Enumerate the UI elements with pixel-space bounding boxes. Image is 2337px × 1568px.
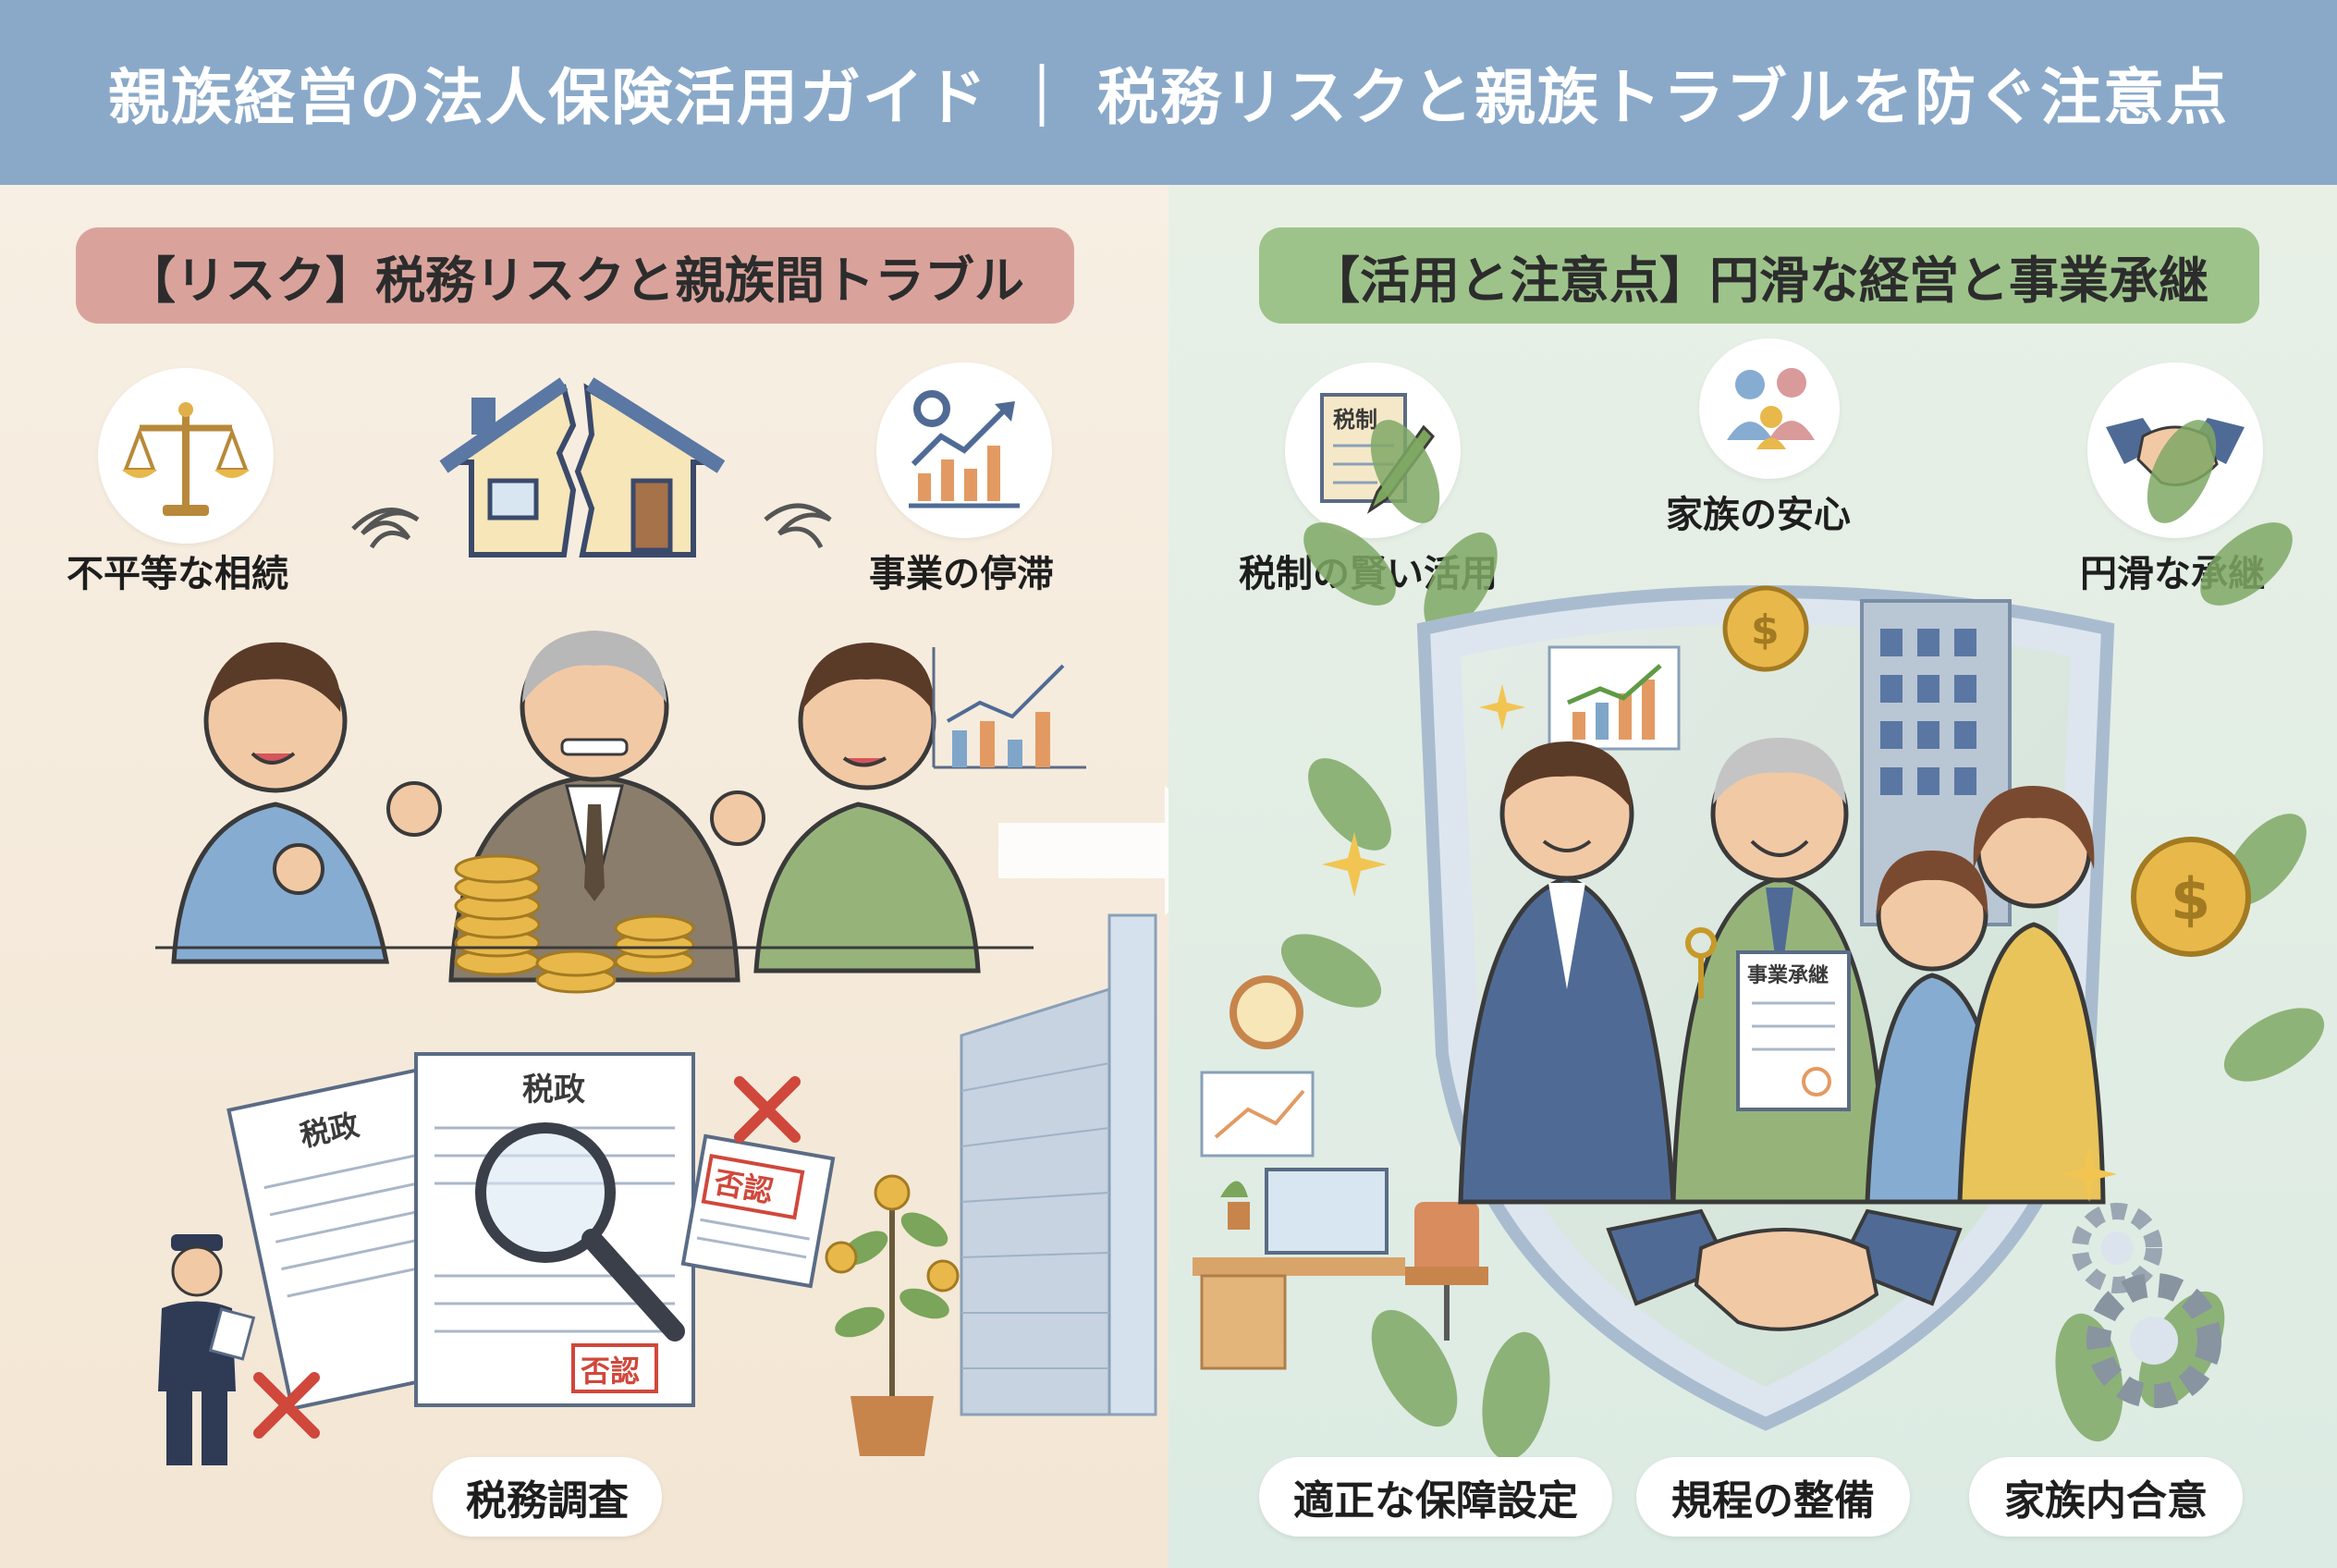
happy-family-illustration: 事業承継 [1458,738,2106,1205]
bar-chart-icon [932,647,1086,769]
tax-doc-icon-text: 税制 [1333,407,1377,433]
growth-chart-icon [1548,645,1681,751]
svg-text:$: $ [2171,865,2210,933]
stress-scribble-icon [351,508,420,549]
sparkle-icon [2062,1146,2117,1202]
proper-coverage-pill: 適正な保障設定 [1259,1457,1612,1537]
doc-main-title: 税政 [522,1072,585,1109]
arguing-family-illustration [155,631,1034,994]
x-mark-icon [734,1076,801,1143]
dollar-coin-icon: $ [2131,837,2251,957]
reject-stamp-main: 否認 [581,1354,640,1389]
svg-text:$: $ [1751,606,1780,654]
scales-icon [122,402,250,516]
tax-officer-illustration [158,1234,256,1465]
family-agreement-pill: 家族内合意 [1969,1457,2243,1537]
brick-wall [960,913,1157,1416]
office-desk-illustration [1193,975,1488,1370]
family-icon [1727,368,1815,449]
inheritance-label: 不平等な相続 [67,553,288,595]
stress-scribble-icon [764,503,832,549]
sparkle-icon [1322,832,1387,897]
leaves-decoration [1280,420,2325,1461]
solution-section-tag: 【活用と注意点】円滑な経営と事業承継 [1259,227,2259,324]
header-banner: 親族経営の法人保険活用ガイド ｜ 税務リスクと親族トラブルを防ぐ注意点 [0,0,2337,185]
dollar-coin-icon: $ [1722,585,1809,672]
tax-documents-illustration: 税政 税政 否認 [226,1052,695,1411]
family-security-label: 家族の安心 [1666,494,1851,536]
rejected-form: 否認 [680,1133,836,1289]
gear-icon [2086,1273,2221,1408]
page-title: 親族経営の法人保険活用ガイド ｜ 税務リスクと親族トラブルを防ぐ注意点 [108,62,2229,133]
x-mark-icon [253,1372,320,1439]
cracked-house-icon [439,377,726,557]
risk-section-tag: 【リスク】税務リスクと親族間トラブル [76,227,1074,324]
gear-chart-icon [909,390,1020,508]
succession-doc-title: 事業承継 [1747,963,1829,987]
gear-icon [2072,1203,2162,1293]
sparkle-icon [1479,684,1525,730]
audit-pill: 税務調査 [433,1457,662,1537]
regulations-pill: 規程の整備 [1636,1457,1910,1537]
handshake-illustration [1606,1208,1963,1331]
stagnation-label: 事業の停滞 [869,553,1054,595]
money-plant-icon [825,1174,960,1456]
